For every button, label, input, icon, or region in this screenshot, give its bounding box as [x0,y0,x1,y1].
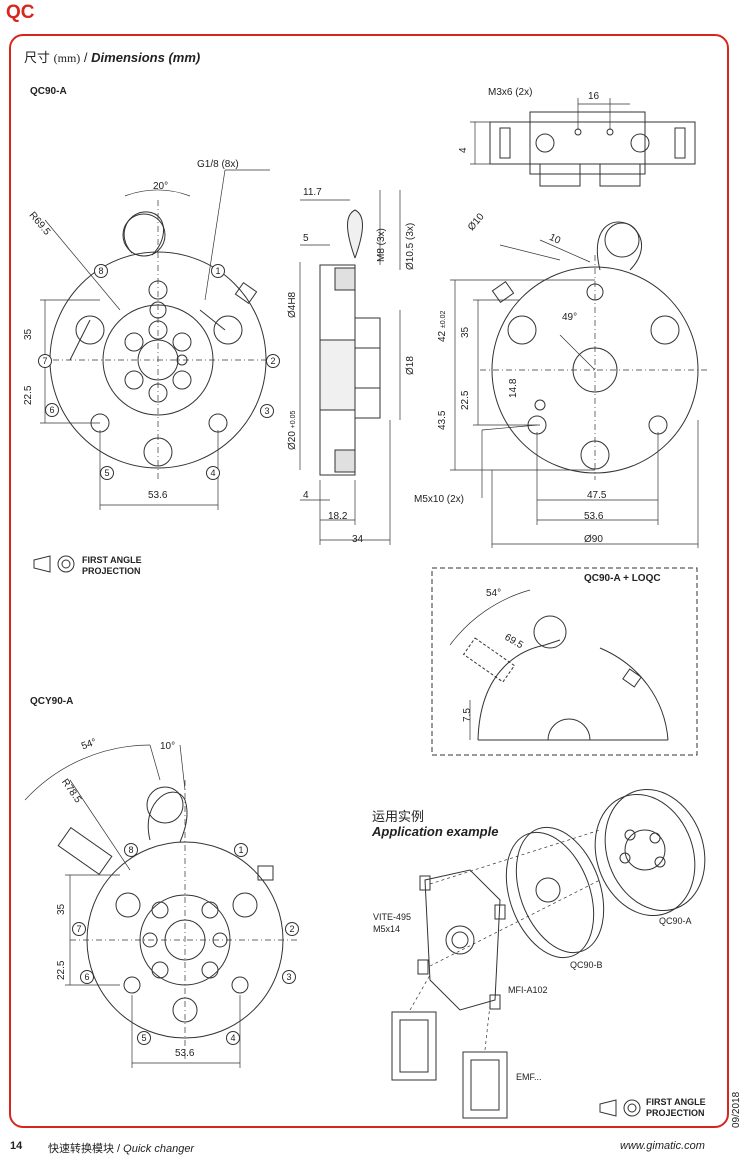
dim-d90: Ø90 [584,534,603,545]
dim-angle-49: 49° [562,312,578,323]
qcy-port-5: 5 [137,1031,151,1045]
qcy-dim-10: 10° [160,741,176,752]
qc90a-top-view [489,111,696,187]
dim-16: 16 [588,91,600,102]
dim-angle-20: 20° [153,181,169,192]
dim-35b: 35 [460,326,471,338]
loqc-dim-75: 7.5 [462,708,473,722]
dim-536b: 53.6 [584,511,604,522]
dim-4h8: Ø4H8 [287,291,298,318]
page-title: 尺寸 (mm) / Dimensions (mm) [24,50,201,65]
port-5: 5 [100,466,114,480]
port-6: 6 [45,403,59,417]
qcy-dim-536: 53.6 [175,1048,195,1059]
loqc-view [462,615,669,741]
dim-d20: Ø20 +0.05 [287,410,298,450]
qcy-port-8: 8 [124,843,138,857]
page-frame [9,34,729,1128]
qc90a-side-view [319,209,381,476]
qcy90a-label: QCY90-A [30,696,74,707]
qc90a-label: QC90-A [30,86,67,97]
projection-symbol-1 [33,555,75,573]
dim-148: 14.8 [508,378,519,398]
port-4: 4 [206,466,220,480]
application-title-cn: 运用实例 [372,809,425,824]
dim-435: 43.5 [437,410,448,430]
application-title-en: Application example [372,824,499,839]
dim-d105: Ø10.5 (3x) [405,222,416,270]
port-7: 7 [38,354,52,368]
dim-m3x6: M3x6 (2x) [488,87,533,98]
dim-117: 11.7 [303,187,322,198]
label-qc90b: QC90-B [570,960,603,970]
label-vite: VITE-495 [373,912,412,922]
qcy-port-2: 2 [285,922,299,936]
dim-g18: G1/8 (8x) [197,159,239,170]
qcy-dim-35: 35 [56,903,67,915]
dim-475: 47.5 [587,490,607,501]
label-emf: EMF... [516,1072,542,1082]
loqc-label: QC90-A + LOQC [584,573,661,584]
qcy-port-1: 1 [234,843,248,857]
port-1: 1 [211,264,225,278]
footer-url: www.gimatic.com [620,1140,705,1152]
dim-5: 5 [303,233,309,244]
qcy-port-7: 7 [72,922,86,936]
dim-536: 53.6 [148,490,168,501]
footer-date: 09/2018 [731,1091,742,1128]
dim-225b: 22.5 [460,390,471,410]
label-mfi: MFI-A102 [508,985,548,995]
label-qc90a: QC90-A [659,916,692,926]
loqc-detail-box [431,567,698,756]
qcy-dim-225: 22.5 [56,960,67,980]
dim-m5x10: M5x10 (2x) [414,494,465,505]
port-8: 8 [94,264,108,278]
section-header: QC [6,2,35,23]
port-3: 3 [260,404,274,418]
dim-182: 18.2 [328,511,348,522]
qcy-port-6: 6 [80,970,94,984]
projection-symbol-2 [599,1099,641,1117]
application-example-illustration [391,788,706,1119]
port-2: 2 [266,354,280,368]
dim-35: 35 [23,328,34,340]
loqc-dim-54: 54° [486,588,502,599]
footer-product: 快速转换模块 / Quick changer [48,1143,195,1155]
dim-225: 22.5 [23,385,34,405]
dim-m8: M8 (3x) [376,228,387,262]
qcy-port-4: 4 [226,1031,240,1045]
dim-34: 34 [352,534,364,545]
dim-42: 42 ±0.02 [437,310,448,342]
page-number: 14 [10,1140,23,1152]
dim-4b: 4 [458,147,469,153]
qcy90a-front-view [57,786,284,1039]
dim-4: 4 [303,490,309,501]
label-m5x14: M5x14 [373,924,401,934]
qcy-port-3: 3 [282,970,296,984]
dim-d18: Ø18 [405,356,416,375]
